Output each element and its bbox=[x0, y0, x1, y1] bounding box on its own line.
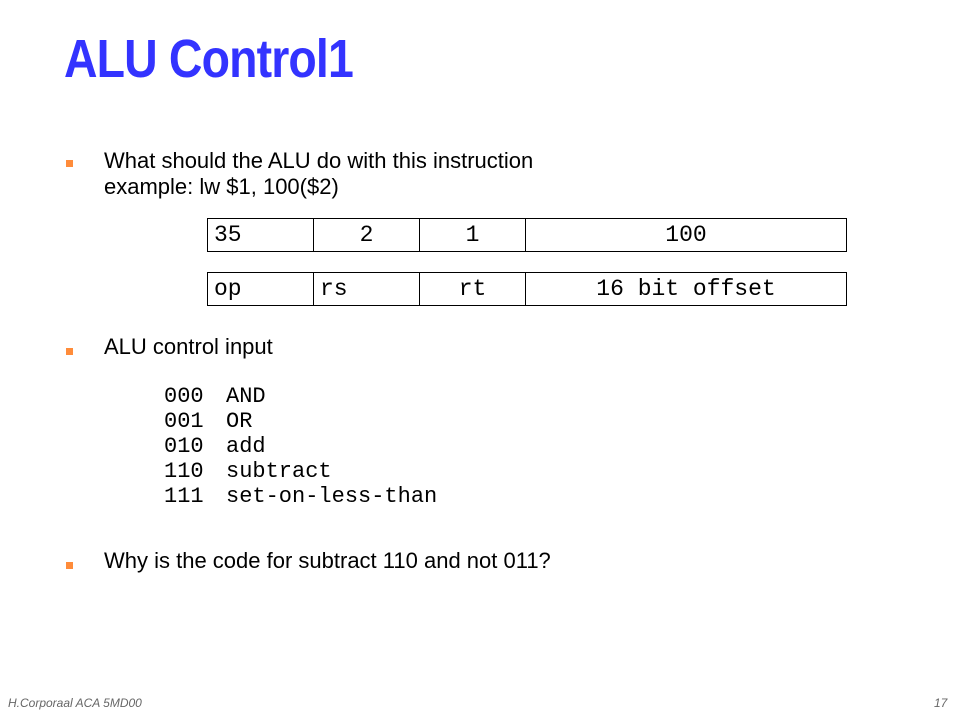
alu-operation: AND bbox=[226, 384, 266, 409]
alu-code-row: 111 set-on-less-than bbox=[164, 484, 437, 509]
bullet-marker bbox=[66, 562, 73, 569]
alu-operation: subtract bbox=[226, 459, 332, 484]
slide-title: ALU Control1 bbox=[64, 29, 354, 89]
value-offset: 100 bbox=[665, 222, 707, 248]
instruction-values-row: 35 2 1 100 bbox=[207, 218, 847, 252]
bullet-text-1: What should the ALU do with this instruc… bbox=[104, 148, 534, 199]
value-rt: 1 bbox=[420, 219, 526, 251]
bullet-text-3: Why is the code for subtract 110 and not… bbox=[104, 548, 551, 573]
bullet-text-2: ALU control input bbox=[104, 334, 273, 359]
alu-code: 110 bbox=[164, 459, 204, 484]
alu-operation: add bbox=[226, 434, 266, 459]
bullet-marker bbox=[66, 160, 73, 167]
instruction-fields-row: op rs rt 16 bit offset bbox=[207, 272, 847, 306]
field-op: op bbox=[208, 273, 314, 305]
value-op: 35 bbox=[208, 219, 314, 251]
alu-operation: OR bbox=[226, 409, 253, 434]
alu-code-row: 110 subtract bbox=[164, 459, 437, 484]
alu-code: 001 bbox=[164, 409, 204, 434]
field-rt: rt bbox=[420, 273, 526, 305]
value-rs: 2 bbox=[314, 219, 420, 251]
alu-code-row: 001 OR bbox=[164, 409, 437, 434]
footer-author: H.Corporaal ACA 5MD00 bbox=[8, 696, 142, 710]
field-offset: 16 bit offset bbox=[596, 276, 776, 302]
alu-operation: set-on-less-than bbox=[226, 484, 438, 509]
alu-code-table: 000 AND 001 OR 010 add 110 subtract 111 … bbox=[164, 384, 437, 509]
alu-code: 111 bbox=[164, 484, 204, 509]
bullet-marker bbox=[66, 348, 73, 355]
alu-code: 000 bbox=[164, 384, 204, 409]
field-rs: rs bbox=[314, 273, 420, 305]
alu-code: 010 bbox=[164, 434, 204, 459]
alu-code-row: 000 AND bbox=[164, 384, 437, 409]
alu-code-row: 010 add bbox=[164, 434, 437, 459]
page-number: 17 bbox=[934, 696, 948, 710]
